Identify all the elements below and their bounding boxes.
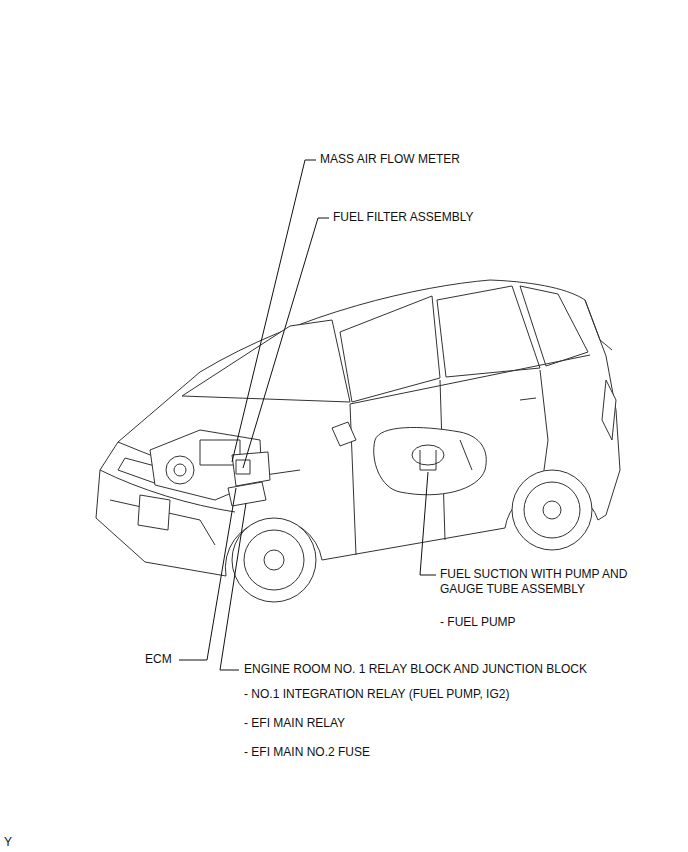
- leader-line: [243, 218, 329, 468]
- sub-part-name: - NO.1 INTEGRATION RELAY (FUEL PUMP, IG2…: [244, 687, 509, 702]
- leader-line: [179, 488, 236, 660]
- part-name: ENGINE ROOM NO. 1 RELAY BLOCK AND JUNCTI…: [244, 662, 587, 677]
- watermark: Y: [4, 835, 12, 850]
- part-name: ECM: [145, 652, 172, 667]
- part-name: FUEL FILTER ASSEMBLY: [333, 210, 473, 225]
- leader-line: [220, 503, 246, 670]
- leader-line: [420, 472, 436, 575]
- part-name: MASS AIR FLOW METER: [320, 152, 460, 167]
- part-name: FUEL SUCTION WITH PUMP AND GAUGE TUBE AS…: [440, 567, 640, 597]
- sub-part-name: - EFI MAIN NO.2 FUSE: [244, 745, 370, 760]
- sub-part-name: - EFI MAIN RELAY: [244, 716, 345, 731]
- leader-line: [232, 160, 316, 462]
- sub-part-name: - FUEL PUMP: [440, 615, 516, 630]
